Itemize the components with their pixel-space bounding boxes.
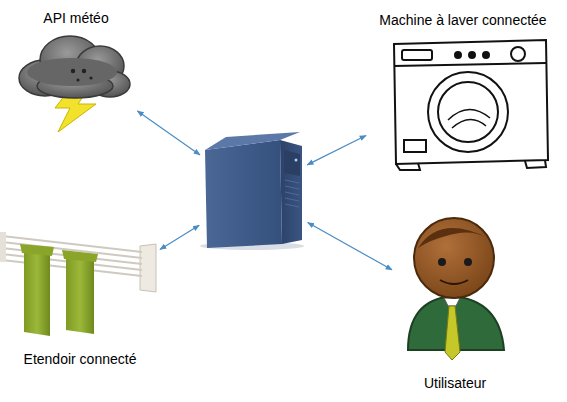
bidirectional-arrow xyxy=(307,136,366,165)
user-icon xyxy=(408,218,504,360)
server-node xyxy=(200,136,306,248)
weather-cloud-icon xyxy=(19,36,130,132)
device-node: Machine à laver connectée xyxy=(366,8,560,166)
node-label: Utilisateur xyxy=(392,375,518,392)
bidirectional-arrow xyxy=(137,111,200,155)
device-node: Etendoir connecté xyxy=(0,226,160,372)
bidirectional-arrow xyxy=(160,225,199,249)
user-node: Utilisateur xyxy=(392,214,518,396)
server-icon xyxy=(200,132,304,250)
node-label: Etendoir connecté xyxy=(0,351,160,368)
node-label: API météo xyxy=(20,10,132,27)
washing-machine-icon xyxy=(394,40,548,170)
bidirectional-arrow xyxy=(308,223,392,270)
drying-rack-icon xyxy=(0,232,156,336)
api-node: API météo xyxy=(20,6,132,130)
node-label: Machine à laver connectée xyxy=(366,12,560,29)
